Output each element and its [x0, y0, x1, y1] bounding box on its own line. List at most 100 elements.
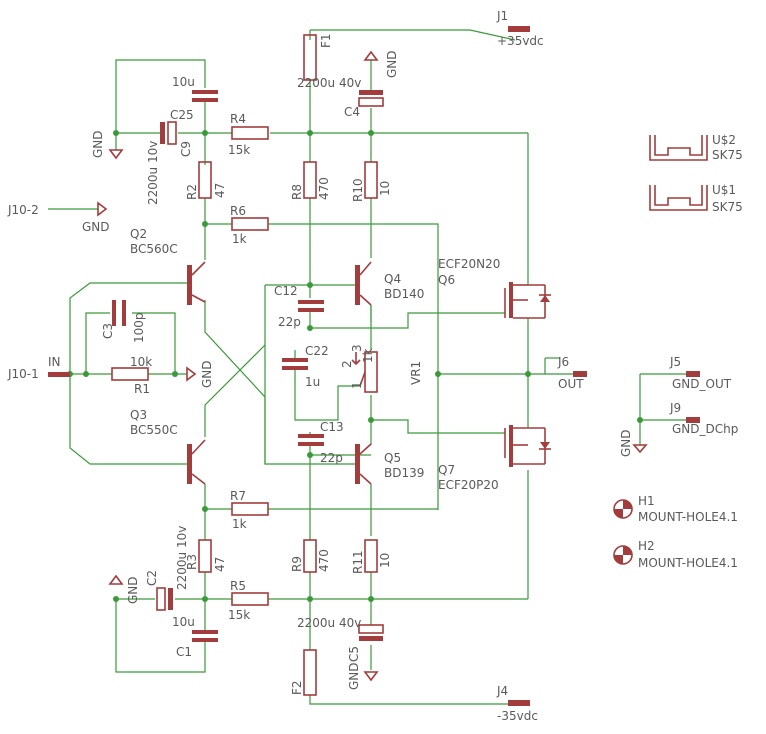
labels: J1 +35vdc F1 GND 10u 2200u 40v C25 C4 R4… — [7, 9, 743, 723]
label-c4v: 2200u 40v — [297, 76, 361, 90]
label-r4: R4 — [230, 112, 246, 126]
label-gnd5: GND — [619, 429, 633, 457]
label-u2: U$2 — [712, 133, 736, 147]
wires — [48, 29, 700, 705]
capacitor-c22 — [282, 358, 308, 370]
label-r5: R5 — [230, 579, 246, 593]
label-r3: R3 — [185, 554, 199, 570]
label-p35: +35vdc — [497, 34, 544, 48]
label-r11: R11 — [351, 550, 365, 574]
label-r6v: 1k — [232, 232, 247, 246]
label-r5v: 15k — [228, 608, 250, 622]
label-gnd-dchp: GND_DChp — [672, 422, 738, 436]
label-q3v: BC550C — [130, 423, 178, 437]
label-c1v: 10u — [172, 615, 195, 629]
connector-j6 — [573, 371, 587, 377]
label-q7n: Q7 — [438, 463, 455, 477]
label-r4v: 15k — [228, 143, 250, 157]
label-c25v: 10u — [172, 75, 195, 89]
label-q4: Q4 — [384, 272, 401, 286]
label-out: OUT — [558, 377, 584, 391]
label-j9: J9 — [669, 401, 681, 415]
label-r6: R6 — [230, 204, 246, 218]
label-vr-pin3: 3 — [350, 344, 364, 352]
fuse-f2 — [303, 649, 317, 696]
capacitor-c13 — [298, 434, 324, 446]
label-q5v: BD139 — [384, 466, 424, 480]
label-c12v: 22p — [278, 315, 301, 329]
capacitor-c2 — [156, 587, 173, 611]
heatsink-u2 — [649, 135, 708, 161]
label-r1: R1 — [134, 382, 150, 396]
capacitor-c3 — [112, 300, 126, 326]
label-c3: C3 — [101, 323, 115, 339]
label-q5: Q5 — [384, 451, 401, 465]
heatsink-u1 — [649, 185, 708, 211]
resistor-r4 — [231, 126, 269, 140]
capacitor-c4 — [358, 90, 384, 107]
label-gnd6: GND — [126, 576, 140, 604]
resistor-r9 — [303, 539, 317, 573]
label-j6: J6 — [557, 355, 569, 369]
label-u1v: SK75 — [712, 200, 743, 214]
mount-hole-h1 — [613, 499, 633, 519]
label-vr1v: 1k — [361, 348, 375, 363]
label-q6: ECF20N20 — [438, 257, 500, 271]
ground-symbols — [97, 50, 648, 682]
label-r9v: 470 — [317, 549, 331, 572]
capacitor-c5 — [358, 624, 384, 641]
label-c1: C1 — [176, 645, 192, 659]
label-j10-1: J10-1 — [7, 367, 39, 381]
connector-j9 — [686, 417, 700, 423]
capacitor-c25 — [192, 90, 218, 102]
label-vr1: VR1 — [409, 361, 423, 385]
connector-j1 — [508, 26, 530, 32]
mosfet-q7 — [504, 425, 551, 467]
label-r8v: 470 — [317, 177, 331, 200]
transistor-q5 — [355, 443, 372, 485]
connector-j5 — [686, 371, 700, 377]
resistor-r6 — [231, 217, 269, 231]
potentiometer-vr1 — [351, 351, 378, 393]
label-f1: F1 — [319, 33, 333, 48]
label-c9: C9 — [179, 141, 193, 157]
label-gnd4: GND — [200, 360, 214, 388]
label-gnd7: GND — [347, 662, 361, 690]
label-f2: F2 — [290, 680, 304, 695]
transistor-q4 — [355, 261, 372, 306]
label-gnd2: GND — [91, 130, 105, 158]
fuse-f1 — [303, 34, 317, 81]
mount-hole-h2 — [613, 545, 633, 565]
label-r7: R7 — [230, 489, 246, 503]
capacitor-c1 — [192, 630, 218, 642]
label-c12: C12 — [274, 284, 298, 298]
resistor-r7 — [231, 502, 269, 516]
label-c22: C22 — [305, 344, 329, 358]
resistor-r2 — [198, 161, 212, 199]
label-q7: ECF20P20 — [438, 478, 499, 492]
label-c9v: 2200u 10v — [146, 141, 160, 205]
label-r9: R9 — [290, 556, 304, 572]
label-r2: R2 — [185, 184, 199, 200]
connector-j4 — [508, 700, 530, 706]
junctions — [67, 130, 643, 602]
label-r7v: 1k — [232, 517, 247, 531]
label-c2: C2 — [145, 570, 159, 586]
label-r10v: 10 — [378, 181, 392, 196]
label-q3: Q3 — [130, 408, 147, 422]
label-q2v: BC560C — [130, 242, 178, 256]
label-vr-pin2: 2 — [340, 360, 354, 368]
label-gnd1: GND — [385, 50, 399, 78]
label-in: IN — [48, 355, 61, 369]
label-r1v: 10k — [130, 355, 152, 369]
resistor-r8 — [303, 161, 317, 199]
label-h2v: MOUNT-HOLE4.1 — [638, 556, 738, 570]
transistor-q2 — [187, 261, 206, 305]
label-gnd-out: GND_OUT — [672, 377, 732, 391]
label-c22v: 1u — [305, 375, 320, 389]
label-c2v: 2200u 10v — [175, 526, 189, 590]
label-r8: R8 — [290, 184, 304, 200]
label-j5: J5 — [669, 355, 681, 369]
